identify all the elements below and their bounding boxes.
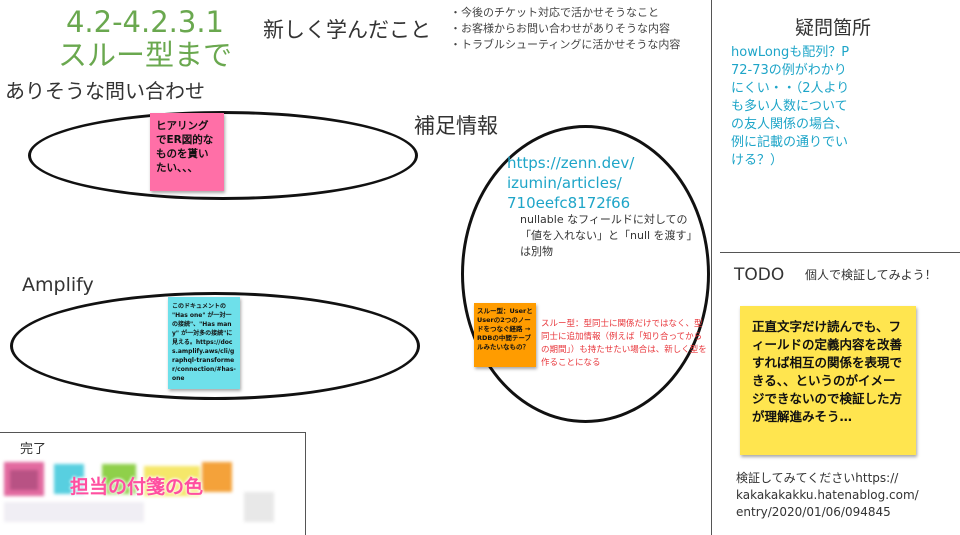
learned-heading: 新しく学んだこと	[263, 18, 431, 42]
page-title-line2: スルー型まで	[57, 38, 232, 72]
inquiries-ellipse	[28, 111, 418, 200]
supplement-link-line: 710eefc8172f66	[507, 194, 631, 212]
amplify-sticky-text: このドキュメントの "Has one" が一対一の接続"、"Has many" …	[172, 303, 236, 382]
verify-link-line: entry/2020/01/06/094845	[736, 505, 891, 519]
supplement-link[interactable]: https://zenn.dev/ izumin/articles/ 710ee…	[507, 153, 634, 213]
learned-bullets: ・今後のチケット対応で活かせそうなこと ・お客様からお問い合わせがありそうな内容…	[450, 5, 710, 53]
amplify-ellipse	[10, 292, 420, 400]
verify-link[interactable]: 検証してみてくださいhttps:// kakakakakku.hatenablo…	[736, 470, 919, 521]
inquiries-heading: ありそうな問い合わせ	[5, 79, 205, 103]
amplify-sticky[interactable]: このドキュメントの "Has one" が一対一の接続"、"Has many" …	[168, 297, 240, 389]
nullable-note: nullable なフィールドに対しての「値を入れない」と「null を渡す」は…	[520, 213, 693, 258]
light-swatch	[4, 502, 144, 522]
supplement-link-line: https://zenn.dev/	[507, 154, 635, 172]
todo-sticky-text: 正直文字だけ読んでも、フィールドの定義内容を改善すれば相互の関係を表現できる、、…	[752, 319, 903, 424]
done-right-divider	[305, 432, 306, 535]
done-heading: 完了	[20, 442, 47, 457]
learned-bullet: ・トラブルシューティングに活かせそうな内容	[450, 38, 681, 51]
learned-bullet: ・今後のチケット対応で活かせそうなこと	[450, 6, 659, 19]
page-title-line1: 4.2-4.2.3.1	[65, 5, 225, 39]
swatch-row	[4, 458, 304, 528]
page-title: 4.2-4.2.3.1 スルー型まで	[40, 6, 250, 72]
todo-subheading: 個人で検証してみよう！	[805, 268, 937, 282]
green-swatch	[102, 464, 136, 494]
verify-link-line: kakakakakku.hatenablog.com/	[736, 488, 919, 502]
todo-sticky[interactable]: 正直文字だけ読んでも、フィールドの定義内容を改善すれば相互の関係を表現できる、、…	[740, 306, 916, 455]
orange-swatch	[202, 462, 232, 492]
verify-link-line: 検証してみてくださいhttps://	[736, 471, 899, 485]
inquiries-sticky-text: ヒアリングでER図的なものを貰いたい、、、	[156, 120, 214, 174]
supplement-red-note: スルー型：型同士に関係だけではなく、型同士に追加情報（例えば「知り合ってからの期…	[541, 319, 707, 368]
questions-heading: 疑問箇所	[795, 17, 872, 39]
questions-text: howLongも配列？P72-73の例がわかりにくい・・（2人よりも多い人数につ…	[731, 45, 850, 168]
amplify-heading: Amplify	[22, 274, 94, 296]
supplement-sticky[interactable]: スルー型：UserとUserの2つのノードをつなぐ経路 → RDBの中間テーブル…	[474, 303, 536, 367]
supplement-heading: 補足情報	[414, 114, 498, 138]
pink-swatch-dark	[10, 470, 38, 490]
todo-divider	[720, 252, 960, 253]
yellow-swatch	[144, 466, 200, 496]
todo-heading: TODO	[734, 265, 785, 285]
vertical-divider	[711, 0, 712, 535]
supplement-sticky-text: スルー型：UserとUserの2つのノードをつなぐ経路 → RDBの中間テーブル…	[477, 307, 533, 351]
gray-swatch	[244, 492, 274, 522]
cyan-swatch	[54, 464, 84, 494]
done-top-divider	[0, 432, 305, 433]
legend-label: 担当の付箋の色	[70, 476, 204, 498]
supplement-link-line: izumin/articles/	[507, 174, 622, 192]
supplement-ellipse	[461, 125, 710, 423]
learned-bullet: ・お客様からお問い合わせがありそうな内容	[450, 22, 670, 35]
inquiries-sticky[interactable]: ヒアリングでER図的なものを貰いたい、、、	[150, 113, 224, 191]
